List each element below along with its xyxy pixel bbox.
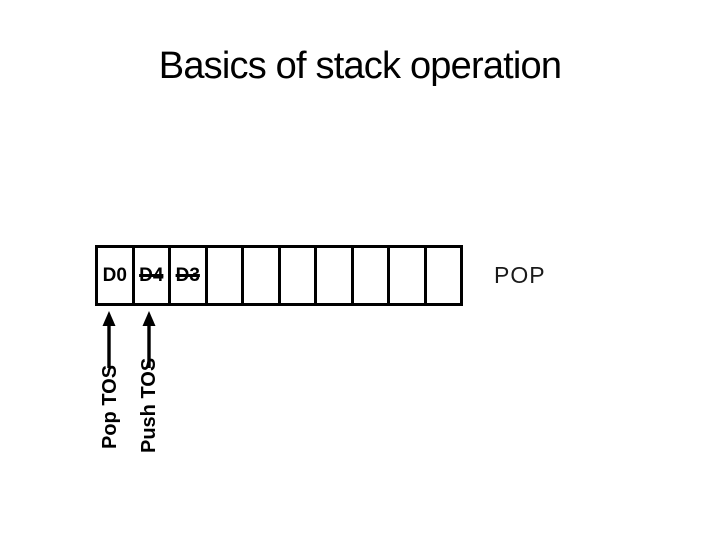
stack-cell: D0 — [98, 248, 135, 303]
pop-operation-label: POP — [494, 262, 546, 288]
stack-cell: D3 — [171, 248, 208, 303]
stack-cell — [427, 248, 461, 303]
push-tos-label: Push TOS — [138, 357, 160, 453]
pop-up-arrow-icon — [102, 311, 116, 368]
pop-tos-label: Pop TOS — [99, 364, 121, 449]
stack-cell — [244, 248, 281, 303]
stack-cell — [317, 248, 354, 303]
stack-cell — [354, 248, 390, 303]
stack-cell — [281, 248, 317, 303]
stack-cell — [208, 248, 244, 303]
stack-cell — [390, 248, 427, 303]
stack-cell: D4 — [135, 248, 171, 303]
push-up-arrow-icon — [142, 311, 156, 368]
slide-title: Basics of stack operation — [158, 45, 562, 87]
